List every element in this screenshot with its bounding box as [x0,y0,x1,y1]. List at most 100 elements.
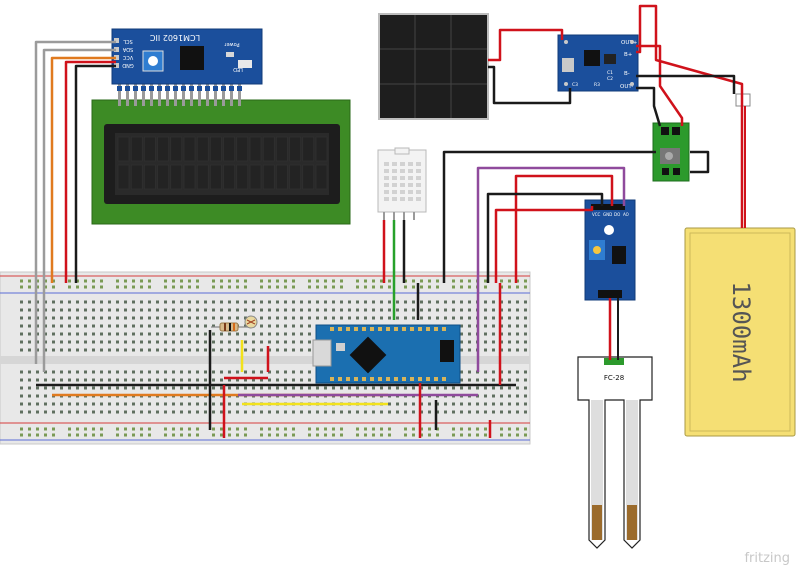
breadboard-hole [28,316,31,320]
lcd-power-label: Power [224,41,240,47]
breadboard-hole [52,386,55,390]
breadboard-hole [268,410,271,414]
breadboard-hole [124,285,127,289]
breadboard-hole [452,308,455,312]
breadboard-hole [60,300,63,304]
breadboard-hole [92,410,95,414]
breadboard-hole [36,427,39,431]
breadboard-hole [140,402,143,406]
breadboard-hole [500,394,503,398]
breadboard-hole [292,427,295,431]
breadboard-hole [284,300,287,304]
breadboard-hole [180,433,183,437]
breadboard-hole [172,285,175,289]
breadboard-hole [332,433,335,437]
breadboard-hole [524,340,527,344]
breadboard-hole [260,378,263,382]
breadboard-hole [140,340,143,344]
breadboard-hole [204,324,207,328]
breadboard-hole [156,348,159,352]
breadboard-hole [276,378,279,382]
breadboard-hole [276,279,279,283]
breadboard-hole [444,410,447,414]
breadboard-hole [412,285,415,289]
breadboard-hole [212,370,215,374]
breadboard-hole [524,402,527,406]
breadboard-hole [132,402,135,406]
breadboard-hole [260,340,263,344]
breadboard-hole [76,386,79,390]
breadboard-hole [188,378,191,382]
breadboard-hole [276,300,279,304]
breadboard-hole [164,279,167,283]
breadboard-hole [164,332,167,336]
lcd-header-pins [117,84,242,106]
breadboard-hole [172,300,175,304]
breadboard-hole [20,378,23,382]
breadboard-hole [404,410,407,414]
breadboard-hole [124,332,127,336]
breadboard-hole [108,348,111,352]
breadboard-hole [68,348,71,352]
breadboard-hole [364,410,367,414]
breadboard-hole [508,410,511,414]
breadboard-hole [180,285,183,289]
breadboard-hole [44,378,47,382]
breadboard-hole [292,386,295,390]
lcd-cell [210,164,222,190]
lcd-cell [315,164,328,190]
breadboard-hole [460,332,463,336]
breadboard-hole [20,316,23,320]
breadboard-hole [508,370,511,374]
lcd-cell [183,136,196,162]
breadboard-hole [340,386,343,390]
breadboard-hole [68,386,71,390]
dht-vent-hole [408,190,413,194]
lcd-header-pin [158,84,161,106]
breadboard-hole [484,300,487,304]
breadboard-hole [28,332,31,336]
breadboard-hole [92,402,95,406]
breadboard-hole [428,427,431,431]
breadboard-hole [484,340,487,344]
breadboard-hole [484,279,487,283]
breadboard-hole [492,378,495,382]
breadboard-hole [316,433,319,437]
breadboard-hole [52,410,55,414]
breadboard-hole [148,316,151,320]
breadboard-hole [404,386,407,390]
breadboard-hole [500,279,503,283]
lcd-header-pad [181,86,186,91]
breadboard-hole [508,402,511,406]
lcd-header-pad [133,86,138,91]
breadboard-hole [228,308,231,312]
breadboard-hole [260,316,263,320]
breadboard-hole [92,316,95,320]
breadboard-hole [500,378,503,382]
breadboard-hole [468,324,471,328]
breadboard-hole [92,386,95,390]
breadboard-hole [44,427,47,431]
breadboard-hole [36,316,39,320]
breadboard-hole [308,308,311,312]
breadboard-hole [284,386,287,390]
breadboard-hole [220,378,223,382]
breadboard-hole [308,316,311,320]
breadboard-hole [324,300,327,304]
breadboard-hole [220,402,223,406]
breadboard-hole [364,386,367,390]
breadboard-hole [28,394,31,398]
breadboard-hole [28,340,31,344]
breadboard-hole [156,402,159,406]
breadboard-hole [100,285,103,289]
breadboard-hole [260,279,263,283]
lcd-cell [302,136,315,162]
breadboard-hole [148,410,151,414]
lcd-header-pin [182,84,185,106]
breadboard-hole [148,279,151,283]
breadboard-hole [452,300,455,304]
breadboard-hole [420,279,423,283]
breadboard-hole [212,386,215,390]
nano-pin [338,377,342,381]
breadboard-hole [500,324,503,328]
